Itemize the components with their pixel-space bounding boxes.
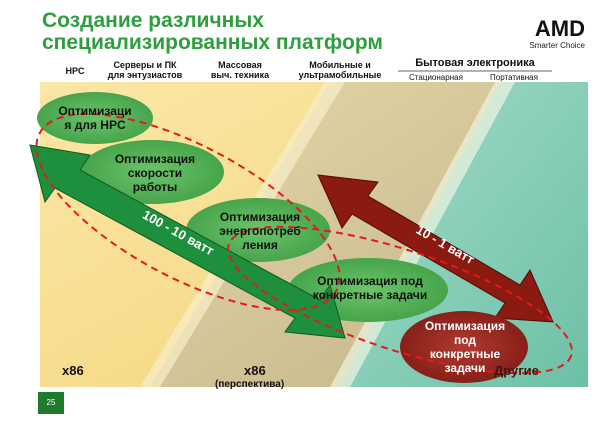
oval-hpc xyxy=(37,92,153,144)
column-servers: Серверы и ПК для энтузиастов xyxy=(95,60,195,80)
oval-consumer-line3: конкретные xyxy=(429,347,501,361)
oval-speed-line3: работы xyxy=(132,180,178,194)
oval-consumer-label: Оптимизация под конкретные задачи xyxy=(410,319,520,375)
column-servers-line1: Серверы и ПК xyxy=(113,60,177,70)
dashed-outline-red xyxy=(227,225,573,375)
oval-speed-label: Оптимизация скорости работы xyxy=(95,152,215,194)
slide-title: Создание различных специализированных пл… xyxy=(42,10,442,54)
oval-hpc-label: Оптимизаци я для HPC xyxy=(40,104,150,132)
oval-hpc-line1: Оптимизаци xyxy=(58,104,132,118)
label-x86-mid: x86 xyxy=(244,363,266,378)
column-hpc: HPC xyxy=(65,66,85,76)
dashed-outline-green xyxy=(35,112,341,312)
label-other: Другие xyxy=(494,363,539,378)
column-mass-line2: выч. техника xyxy=(210,70,270,80)
column-consumer: Бытовая электроника xyxy=(415,57,535,69)
column-mass: Массовая выч. техника xyxy=(200,60,280,80)
oval-hpc-line2: я для HPC xyxy=(64,118,126,132)
oval-specific-consumer xyxy=(400,311,528,383)
oval-specific-line2: конкретные задачи xyxy=(312,288,428,302)
oval-energy-line2: энергопотреб xyxy=(219,224,301,238)
column-portable: Портативная xyxy=(490,73,538,82)
bottom-strip xyxy=(40,387,588,423)
amd-logo: AMD Smarter Choice xyxy=(470,16,585,51)
oval-speed xyxy=(80,140,224,204)
oval-speed-line2: скорости xyxy=(127,166,183,180)
logo-tagline: Smarter Choice xyxy=(529,41,585,50)
oval-energy-line1: Оптимизация xyxy=(219,210,301,224)
column-mobile-line1: Мобильные и xyxy=(309,60,371,70)
oval-energy-line3: ления xyxy=(242,238,278,252)
column-header-band xyxy=(40,58,588,82)
column-servers-line2: для энтузиастов xyxy=(107,70,183,80)
label-perspective: (перспектива) xyxy=(215,379,285,390)
oval-consumer-line4: задачи xyxy=(444,361,486,375)
column-mobile: Мобильные и ультрамобильные xyxy=(285,60,395,80)
oval-consumer-line2: под xyxy=(453,333,477,347)
column-mobile-line2: ультрамобильные xyxy=(298,70,382,80)
oval-consumer-line1: Оптимизация xyxy=(424,319,506,333)
title-line-2: специализированных платформ xyxy=(42,31,383,54)
page-number: 25 xyxy=(38,392,64,414)
column-mass-line1: Массовая xyxy=(218,60,262,70)
oval-energy xyxy=(186,198,330,262)
oval-speed-line1: Оптимизация xyxy=(114,152,196,166)
red-double-arrow xyxy=(317,174,554,323)
green-double-arrow xyxy=(29,144,346,339)
label-x86-left: x86 xyxy=(62,363,84,378)
oval-specific-label: Оптимизация под конкретные задачи xyxy=(295,274,445,302)
title-line-1: Создание различных xyxy=(42,9,264,32)
logo-word: AMD xyxy=(534,16,585,41)
oval-energy-label: Оптимизация энергопотреб ления xyxy=(200,210,320,252)
column-stationary: Стационарная xyxy=(409,73,463,82)
oval-specific-line1: Оптимизация под xyxy=(317,274,423,288)
